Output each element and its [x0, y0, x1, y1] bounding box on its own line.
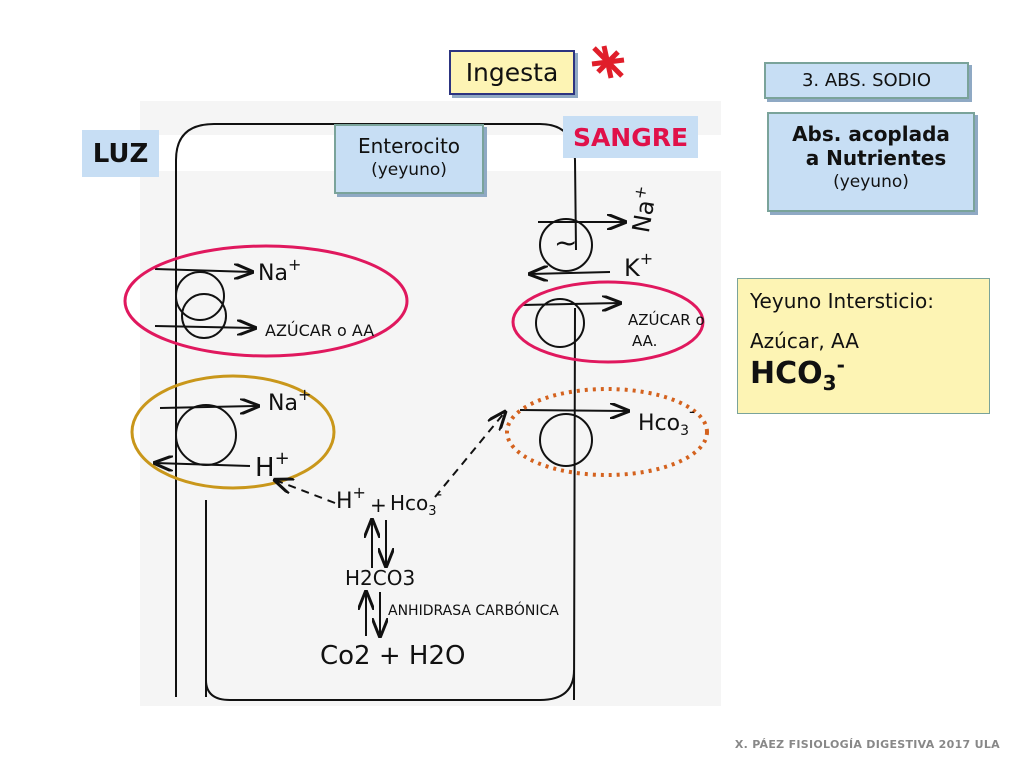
arrow-h-out [155, 463, 251, 466]
baso-transporter-hco3 [539, 413, 593, 467]
label-na-apical-1: Na+ [258, 255, 301, 286]
label-plus-center: + [370, 493, 387, 517]
label-h-apical: H+ [255, 448, 290, 483]
arrow-azucar-baso [521, 303, 620, 305]
acoplada-sub: (yeyuno) [833, 172, 909, 192]
label-k-baso: K+ [624, 249, 653, 282]
ingesta-box: Ingesta [449, 50, 575, 95]
label-azucar-baso-2: AA. [632, 332, 657, 350]
apical-transporter-na-sugar-top [175, 271, 225, 321]
dashed-arrow-to-hco3 [434, 412, 505, 498]
label-hco3-center: Hco3- [390, 485, 442, 519]
luz-box: LUZ [82, 130, 159, 177]
acoplada-line2: a Nutrientes [805, 146, 947, 170]
intersticio-hco3: HCO3- [750, 353, 845, 395]
label-h2co3: H2CO3 [345, 566, 415, 590]
arrow-na-apical-exchanger [159, 406, 258, 408]
arrow-na-apical [154, 269, 252, 272]
luz-label: LUZ [92, 138, 149, 169]
intersticio-item1: Azúcar, AA [750, 329, 859, 353]
ring-baso-sugar [511, 280, 705, 364]
dashed-arrow-to-h [275, 480, 336, 504]
label-azucar-apical: AZÚCAR o AA [265, 321, 374, 340]
enterocito-label: Enterocito [357, 134, 461, 158]
ingesta-label: Ingesta [465, 58, 559, 87]
intersticio-title: Yeyuno Intersticio: [750, 289, 934, 313]
label-co2-h2o: Co2 + H2O [320, 641, 465, 671]
ring-baso-hco3 [505, 387, 709, 477]
cell-membrane-inner [205, 500, 575, 701]
label-na-apical-2: Na+ [268, 385, 311, 416]
sangre-label: SANGRE [572, 122, 689, 152]
asterisk-icon [591, 45, 625, 79]
abs-acoplada-box: Abs. acoplada a Nutrientes (yeyuno) [767, 112, 975, 212]
abs-sodio-box: 3. ABS. SODIO [764, 62, 969, 99]
intersticio-box: Yeyuno Intersticio: Azúcar, AA HCO3- [737, 278, 990, 414]
label-hco3-baso: Hco3- [638, 402, 695, 439]
abs-sodio-label: 3. ABS. SODIO [801, 70, 932, 91]
label-h-center: H+ [336, 483, 366, 514]
enterocito-sub: (yeyuno) [371, 160, 447, 180]
label-azucar-baso-1: AZÚCAR o [628, 310, 705, 329]
arrow-k-in [530, 272, 611, 274]
label-na-baso: Na+ [624, 184, 663, 235]
ring-apical-na-sugar [123, 244, 409, 358]
baso-transporter-sugar [535, 298, 585, 348]
na-k-pump [539, 218, 593, 272]
acoplada-line1: Abs. acoplada [792, 122, 950, 146]
arrow-hco3-baso [519, 410, 628, 411]
ring-apical-na-h [130, 374, 336, 490]
apical-transporter-na-sugar-bottom [181, 293, 227, 339]
label-pump-symbol: ~ [554, 226, 577, 259]
label-enzyme: ANHIDRASA CARBÓNICA [388, 601, 559, 619]
enterocito-box: Enterocito (yeyuno) [334, 124, 484, 194]
arrow-azucar-apical [154, 326, 255, 328]
footer-credit: X. PÁEZ FISIOLOGÍA DIGESTIVA 2017 ULA [734, 738, 1000, 751]
sangre-box: SANGRE [563, 116, 698, 158]
